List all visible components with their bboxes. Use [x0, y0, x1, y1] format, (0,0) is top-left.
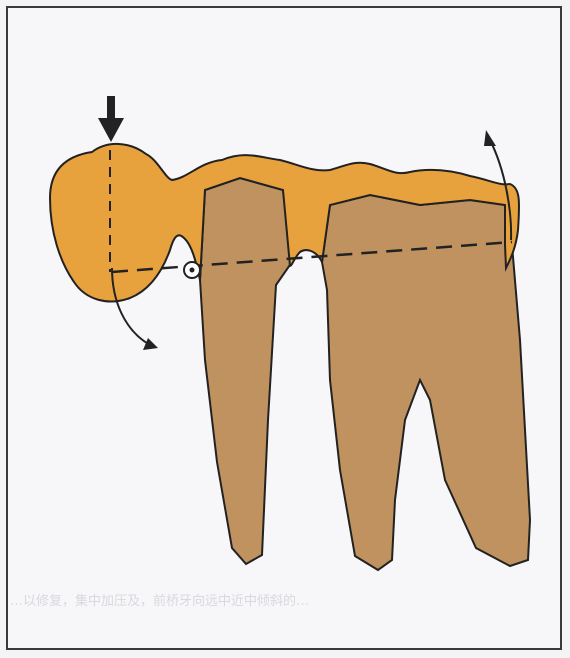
abutment-tooth-single-root [200, 178, 292, 564]
fulcrum-icon [184, 262, 200, 278]
faint-caption: …以修复，集中加压及，前桥牙向远中近中倾斜的… [0, 590, 570, 609]
force-arrow-down-icon [98, 96, 124, 142]
abutment-tooth-double-root [322, 195, 530, 570]
